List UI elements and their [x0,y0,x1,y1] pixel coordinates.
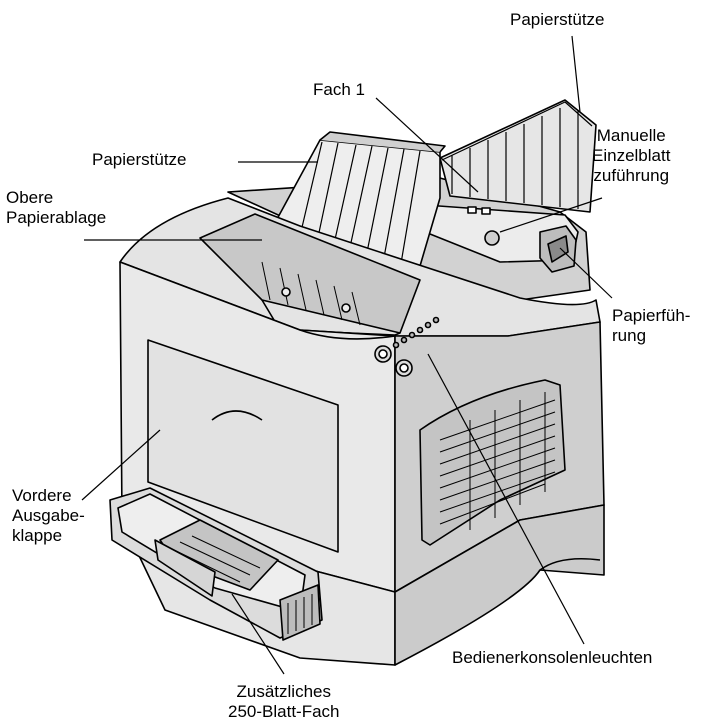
label-manual-feed-line3: zuführung [593,166,670,185]
label-front-output-door: Vordere Ausgabe- klappe [12,486,85,546]
leader-optional-tray [231,593,285,675]
label-front-output-door-line3: klappe [12,526,63,545]
label-upper-output-line2: Papierablage [6,208,107,227]
optional-250-sheet-tray [109,487,323,641]
label-paper-support-left: Papierstütze [92,150,187,169]
leader-tray1 [375,97,479,193]
label-front-output-door-line1: Vordere [12,486,72,505]
label-manual-feed-line2: Einzelblatt [592,146,671,165]
label-upper-output-line1: Obere [6,188,54,207]
leader-paper-support-right [571,35,581,113]
label-optional-tray-line2: 250-Blatt-Fach [228,702,340,721]
label-front-output-door-line2: Ausgabe- [12,506,85,525]
label-paper-support-right: Papierstütze [510,10,605,29]
label-paper-guide: Papierfüh- rung [612,306,690,346]
side-vent-panel [419,379,566,546]
label-optional-tray-line1: Zusätzliches [236,682,331,701]
label-optional-tray: Zusätzliches 250-Blatt-Fach [228,682,340,722]
label-manual-feed-line1: Manuelle [596,126,666,145]
label-paper-guide-line1: Papierfüh- [612,306,691,325]
rear-paper-support [439,99,597,213]
label-panel-lights: Bedienerkonsolenleuchten [452,648,653,667]
leader-paper-guide [559,247,613,299]
label-manual-feed: Manuelle Einzelblatt zuführung [592,126,670,186]
upper-output-bin [199,213,421,334]
operator-panel [374,316,440,377]
label-upper-output: Obere Papierablage [6,188,106,228]
leader-front-output-door [81,429,161,501]
leader-manual-feed [499,197,603,233]
front-output-door [147,339,339,553]
label-paper-guide-line2: rung [612,326,647,345]
leader-panel-lights [427,353,585,645]
label-tray1: Fach 1 [313,80,365,99]
